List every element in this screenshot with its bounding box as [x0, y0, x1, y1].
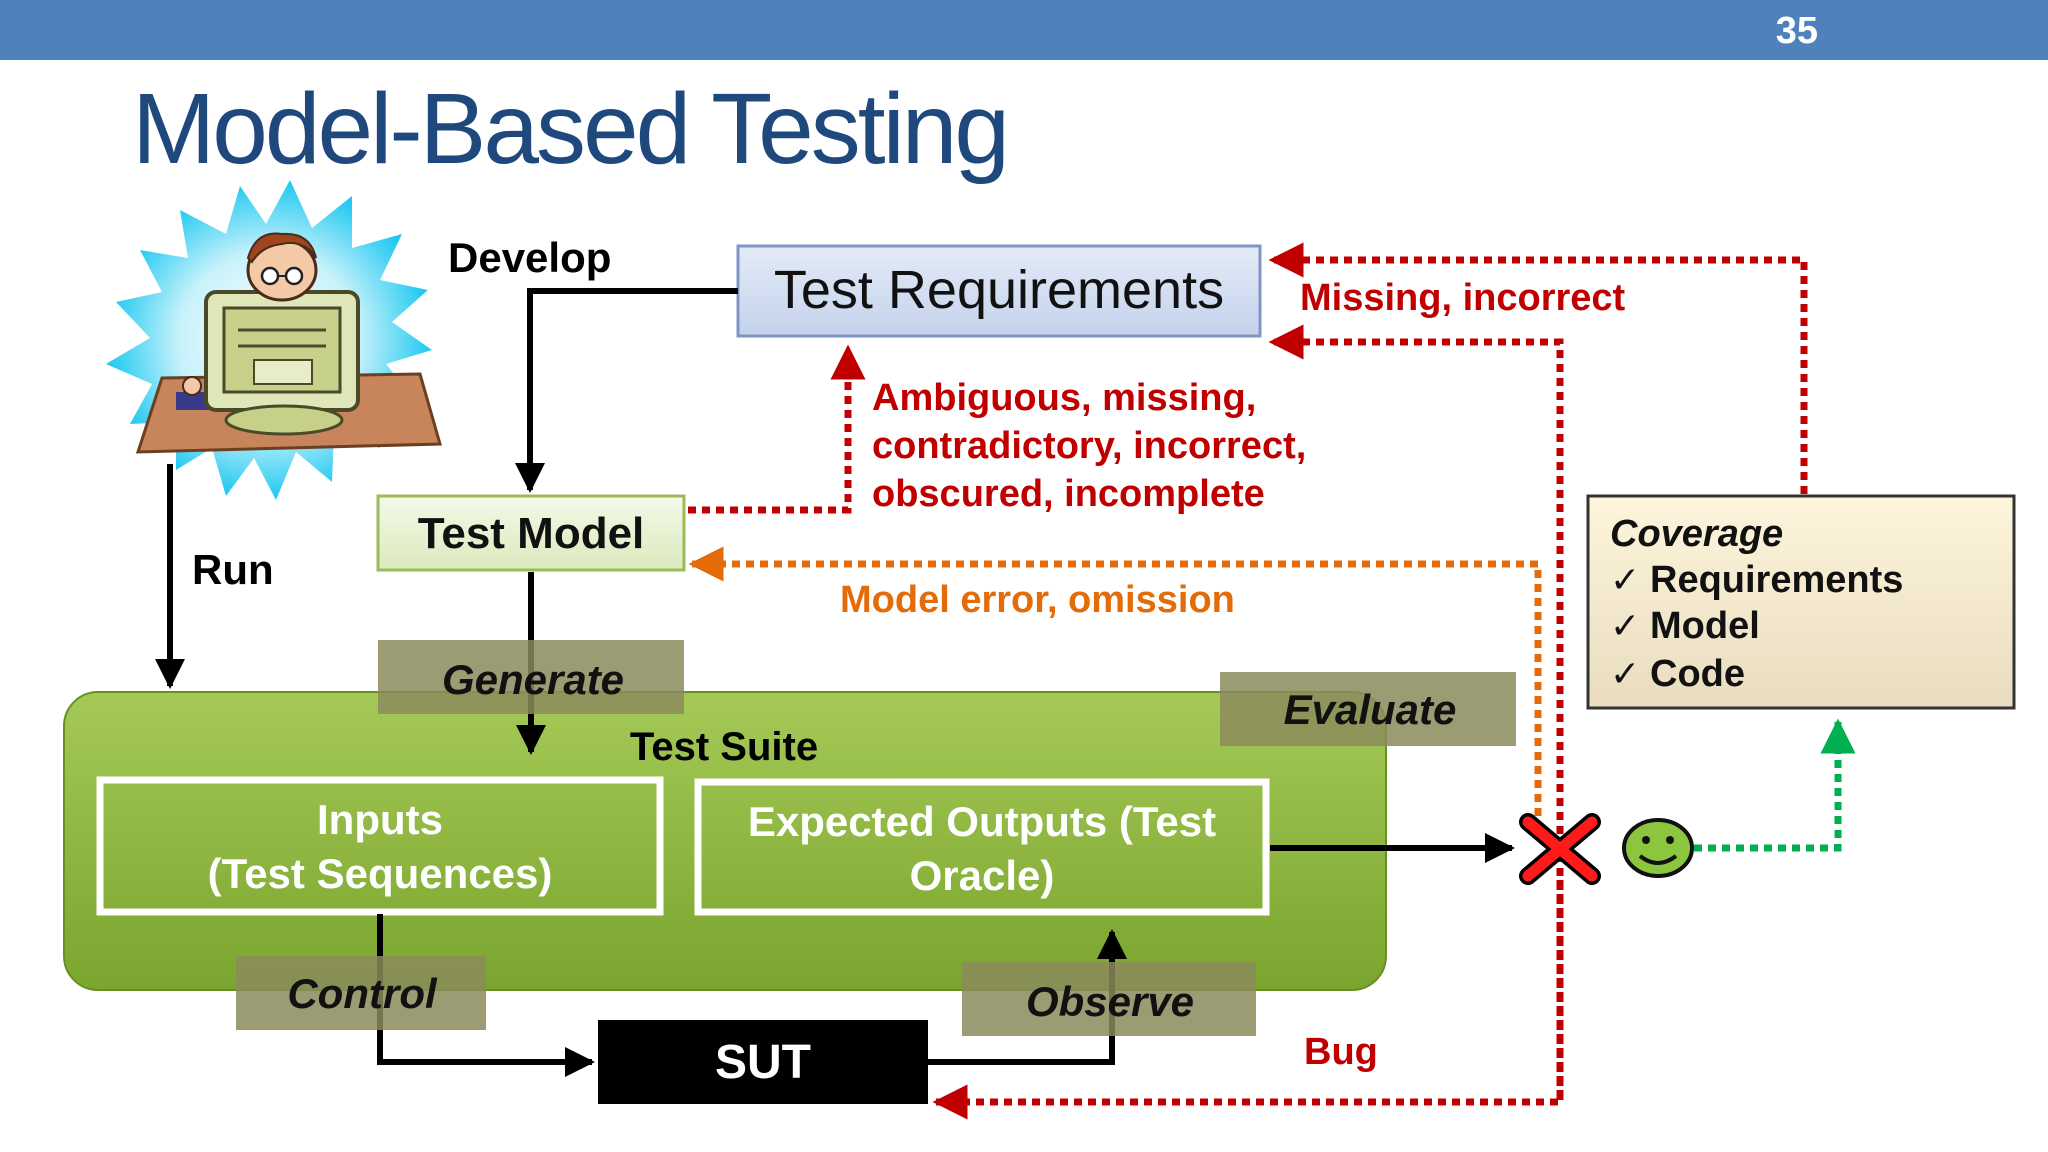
control-label: Control: [287, 970, 438, 1017]
develop-label: Develop: [448, 234, 611, 281]
model-to-requirements-feedback: [688, 344, 866, 514]
test-requirements-label: Test Requirements: [774, 260, 1224, 320]
sut-label: SUT: [715, 1036, 811, 1089]
generate-tag: [378, 640, 684, 714]
coverage-item-code: Code: [1650, 653, 1745, 695]
run-label: Run: [192, 546, 274, 593]
ambiguous-line-2: contradictory, incorrect,: [872, 425, 1306, 467]
bug-feedback: [932, 880, 1564, 1120]
expected-outputs-line-2: Oracle): [910, 852, 1055, 899]
expected-outputs-box: Expected Outputs (Test Oracle): [694, 778, 1270, 916]
observe-label: Observe: [1026, 978, 1194, 1025]
coverage-item-model: Model: [1650, 605, 1760, 647]
coverage-check-3: ✓: [1610, 653, 1640, 694]
ambiguous-line-1: Ambiguous, missing,: [872, 377, 1256, 419]
fail-x-icon: [1519, 813, 1601, 885]
test-suite-label: Test Suite: [630, 725, 818, 769]
bug-label: Bug: [1304, 1031, 1378, 1073]
ambiguous-line-3: obscured, incomplete: [872, 473, 1265, 515]
evaluate-label: Evaluate: [1284, 686, 1457, 733]
coverage-box: Coverage ✓ Requirements ✓ Model ✓ Code: [1586, 494, 2016, 710]
coverage-to-requirements-feedback: [1268, 242, 1808, 494]
evaluate-tag: [1220, 672, 1516, 746]
missing-incorrect-label: Missing, incorrect: [1300, 277, 1626, 319]
developer-clipart-icon: [106, 180, 442, 500]
coverage-item-requirements: Requirements: [1650, 559, 1903, 601]
expected-outputs-line-1: Expected Outputs (Test: [748, 798, 1216, 845]
test-model-box: [376, 494, 686, 572]
pass-to-coverage-feedback: [1694, 718, 1856, 852]
control-tag: [236, 956, 486, 1030]
coverage-title: Coverage: [1610, 513, 1783, 555]
model-error-label: Model error, omission: [840, 579, 1235, 621]
generate-label: Generate: [442, 656, 624, 703]
develop-arrow: [515, 288, 738, 493]
inputs-line-2: (Test Sequences): [208, 850, 553, 897]
test-model-label: Test Model: [418, 509, 645, 558]
sut-box: [598, 1020, 928, 1104]
observe-tag: [962, 962, 1256, 1036]
coverage-check-1: ✓: [1610, 559, 1640, 600]
inputs-line-1: Inputs: [317, 796, 443, 843]
slide-title: Model-Based Testing: [132, 73, 1010, 185]
model-error-feedback: [688, 546, 1542, 830]
pass-smiley-icon: [1622, 818, 1694, 878]
test-requirements-box: [736, 244, 1262, 338]
inputs-box: Inputs (Test Sequences): [96, 776, 664, 916]
slide-number: 35: [1775, 10, 1818, 52]
coverage-check-2: ✓: [1610, 605, 1640, 646]
header-bar: 35: [0, 0, 2048, 60]
